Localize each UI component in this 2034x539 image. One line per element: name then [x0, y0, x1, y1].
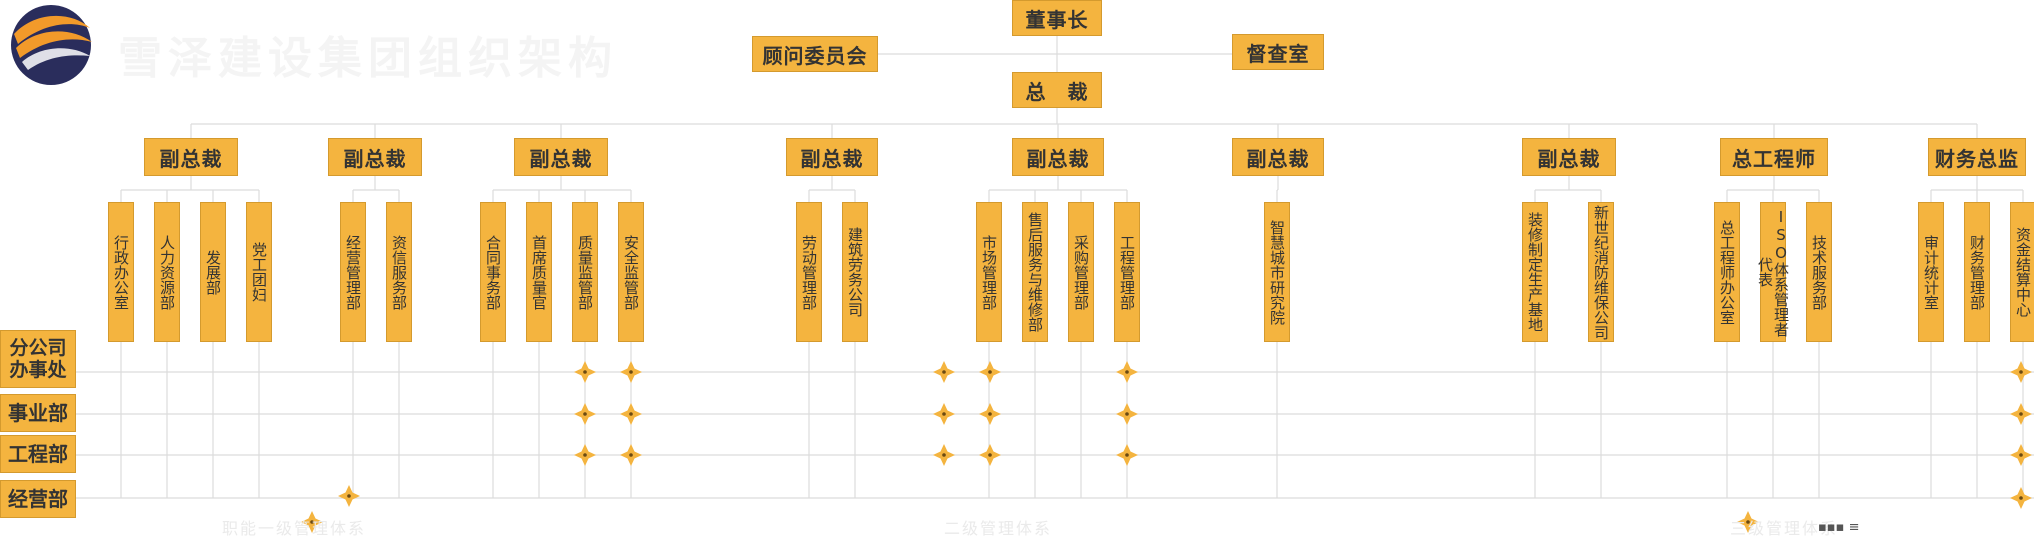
department-box: 装修制定生产基地 [1522, 202, 1548, 342]
vice-president-box: 副总裁 [328, 138, 422, 176]
footer-level-2: 二级管理体系 [944, 519, 1053, 538]
department-box: 行政办公室 [108, 202, 134, 342]
department-box: 经营管理部 [340, 202, 366, 342]
footer-level-3: 三级管理体系 [1730, 519, 1839, 538]
vice-president-box: 副总裁 [514, 138, 608, 176]
connection-node-icon [1116, 444, 1138, 466]
vice-president-box: 副总裁 [1232, 138, 1324, 176]
department-box: 资金结算中心 [2010, 202, 2034, 342]
connection-node-icon [1116, 361, 1138, 383]
department-box: 总工程师办公室 [1714, 202, 1740, 342]
department-box: 党工团妇 [246, 202, 272, 342]
supervision-office-box: 督查室 [1232, 34, 1324, 70]
connection-node-icon [620, 444, 642, 466]
connection-node-icon [338, 485, 360, 507]
vice-president-box: 副总裁 [144, 138, 238, 176]
cfo-box: 财务总监 [1928, 138, 2026, 176]
menu-dots-icon: ▪▪▪ ≡ [1818, 520, 1860, 535]
department-box: 售后服务与维修部 [1022, 202, 1048, 342]
vice-president-box: 副总裁 [1012, 138, 1104, 176]
connection-node-icon [1116, 403, 1138, 425]
row-label-business-units: 事业部 [0, 394, 76, 432]
connection-node-icon [2010, 487, 2032, 509]
company-logo-icon [11, 5, 92, 85]
row-label-branch-offices: 分公司办事处 [0, 330, 76, 388]
department-box: 审计统计室 [1918, 202, 1944, 342]
vice-president-box: 副总裁 [1522, 138, 1616, 176]
department-box: 技术服务部 [1806, 202, 1832, 342]
president-box: 总 裁 [1012, 72, 1102, 108]
chief-engineer-box: 总工程师 [1720, 138, 1828, 176]
department-box: 发展部 [200, 202, 226, 342]
connection-node-icon [933, 444, 955, 466]
department-box: 首席质量官 [526, 202, 552, 342]
department-box: 资信服务部 [386, 202, 412, 342]
department-box: 采购管理部 [1068, 202, 1094, 342]
connection-node-icon [620, 403, 642, 425]
connection-node-icon [979, 361, 1001, 383]
department-box: 财务管理部 [1964, 202, 1990, 342]
department-box: 工程管理部 [1114, 202, 1140, 342]
connection-node-icon [933, 361, 955, 383]
connection-node-icon [620, 361, 642, 383]
department-box: 质量监管部 [572, 202, 598, 342]
connection-node-icon [1737, 511, 1759, 533]
department-box: 劳动管理部 [796, 202, 822, 342]
connection-node-icon [979, 403, 1001, 425]
connection-node-icon [979, 444, 1001, 466]
advisory-committee-box: 顾问委员会 [752, 36, 878, 72]
department-box: 安全监管部 [618, 202, 644, 342]
connection-node-icon [2010, 444, 2032, 466]
chairman-box: 董事长 [1012, 0, 1102, 36]
connection-node-icon [574, 444, 596, 466]
row-label-operations-units: 经营部 [0, 480, 76, 518]
department-box: 合同事务部 [480, 202, 506, 342]
department-box: 新世纪消防维保公司 [1588, 202, 1614, 342]
row-label-engineering-units: 工程部 [0, 435, 76, 473]
connection-node-icon [574, 403, 596, 425]
connection-node-icon [301, 511, 323, 533]
connection-node-icon [2010, 403, 2032, 425]
connection-node-icon [2010, 361, 2032, 383]
connection-node-icon [574, 361, 596, 383]
department-box: ISO体系管理者代表 [1756, 202, 1790, 342]
brand-title: 雪泽建设集团组织架构 [118, 33, 618, 84]
department-box: 智慧城市研究院 [1264, 202, 1290, 342]
department-box: 市场管理部 [976, 202, 1002, 342]
department-box: 建筑劳务公司 [842, 202, 868, 342]
connection-node-icon [933, 403, 955, 425]
vice-president-box: 副总裁 [786, 138, 878, 176]
department-box: 人力资源部 [154, 202, 180, 342]
footer-level-1: 职能一级管理体系 [222, 519, 367, 538]
